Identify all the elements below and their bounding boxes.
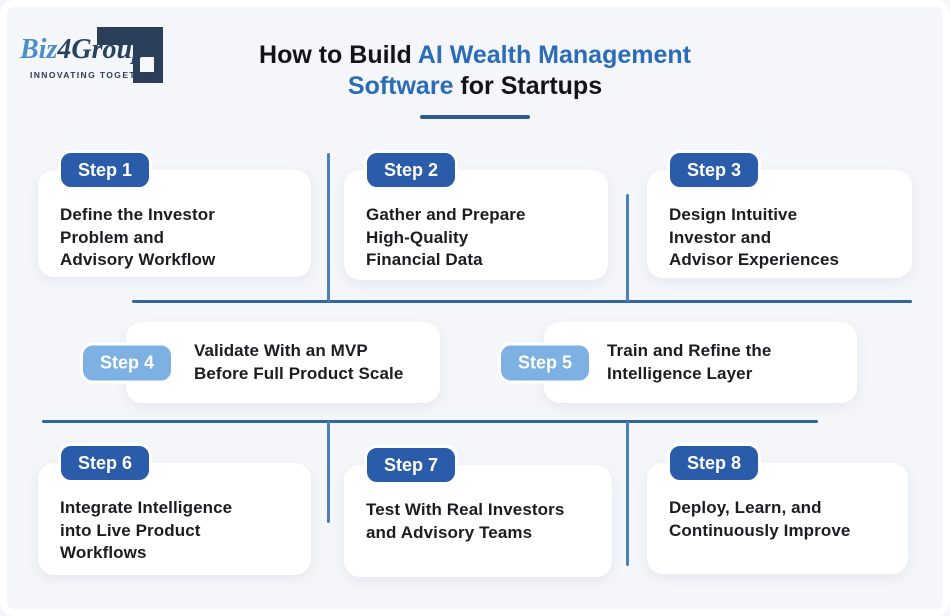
logo-wordmark: Biz4Group: [20, 34, 146, 66]
step-card-2: Step 2 Gather and Prepare High-Quality F…: [344, 150, 608, 280]
step-text-6: Integrate Intelligence into Live Product…: [60, 498, 233, 562]
step-text-4: Validate With an MVP Before Full Product…: [194, 341, 404, 383]
logo-tagline: INNOVATING TOGETHER: [30, 70, 159, 80]
title-black-1: How to Build: [259, 41, 418, 69]
step-badge-6: Step 6: [58, 443, 153, 483]
divider-line-row2: [42, 420, 818, 423]
step-card-8: Step 8 Deploy, Learn, and Continuously I…: [647, 443, 908, 574]
logo-word-group: Group: [71, 34, 147, 65]
step-text-2: Gather and Prepare High-Quality Financia…: [366, 205, 526, 269]
divider-line-row1: [132, 300, 912, 303]
step-text-5: Train and Refine the Intelligence Layer: [607, 341, 772, 383]
connector-step1-step2: [327, 153, 330, 302]
step-badge-8: Step 8: [667, 443, 762, 483]
biz4group-logo: Biz4Group INNOVATING TOGETHER: [18, 12, 188, 96]
step-text-3: Design Intuitive Investor and Advisor Ex…: [669, 205, 840, 269]
connector-step6-step7: [327, 421, 330, 523]
title-underline: [420, 115, 530, 119]
step-badge-4: Step 4: [80, 342, 175, 383]
step-card-6: Step 6 Integrate Intelligence into Live …: [38, 443, 311, 575]
logo-word-4: 4: [57, 34, 72, 65]
step-badge-1: Step 1: [58, 150, 153, 190]
step-card-3: Step 3 Design Intuitive Investor and Adv…: [647, 150, 912, 278]
page-title: How to Build AI Wealth Management Softwa…: [205, 40, 745, 119]
title-black-2: for Startups: [453, 72, 603, 100]
step-text-7: Test With Real Investors and Advisory Te…: [366, 500, 565, 542]
logo-bracket-icon: [87, 27, 163, 83]
connector-step2-step3: [626, 194, 629, 302]
step-card-7: Step 7 Test With Real Investors and Advi…: [344, 445, 612, 577]
title-highlight-1: AI Wealth Management: [417, 41, 691, 69]
step-card-5: Step 5 Train and Refine the Intelligence…: [498, 322, 857, 403]
connector-step7-step8: [626, 421, 629, 566]
step-text-8: Deploy, Learn, and Continuously Improve: [669, 498, 851, 540]
step-badge-7: Step 7: [364, 445, 459, 485]
title-highlight-2: Software: [347, 72, 454, 100]
step-card-1: Step 1 Define the Investor Problem and A…: [38, 150, 311, 277]
step-text-1: Define the Investor Problem and Advisory…: [60, 205, 216, 269]
step-card-4: Step 4 Validate With an MVP Before Full …: [80, 322, 440, 403]
step-badge-5: Step 5: [498, 342, 593, 383]
step-badge-3: Step 3: [667, 150, 762, 190]
logo-word-biz: Biz: [20, 34, 58, 65]
step-badge-2: Step 2: [364, 150, 459, 190]
